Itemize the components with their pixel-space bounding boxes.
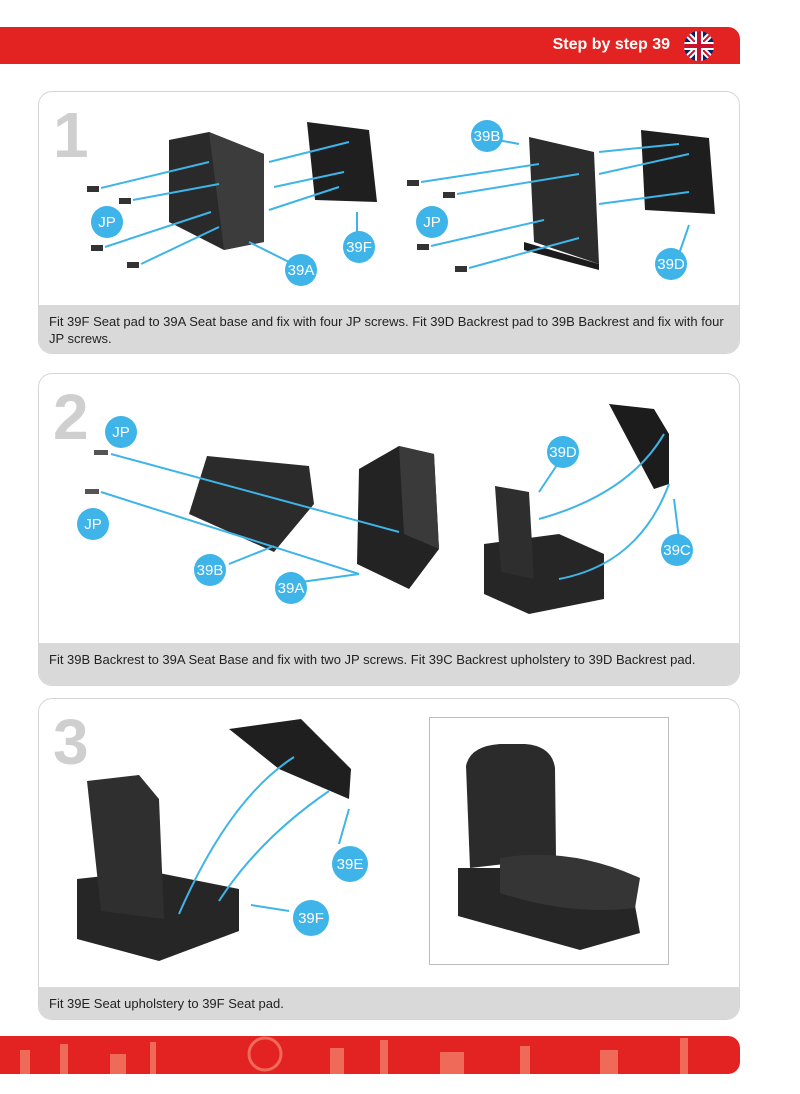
svg-text:39C: 39C (663, 542, 691, 559)
callout-39b: 39B (471, 120, 503, 152)
svg-text:JP: JP (423, 214, 441, 231)
svg-text:39A: 39A (278, 580, 305, 597)
svg-text:39F: 39F (298, 910, 324, 927)
callout-39d: 39D (655, 248, 687, 280)
callout-39e: 39E (332, 846, 368, 882)
header-bar: Step by step 39 (0, 27, 740, 64)
step-1-panel: 1 39B JP 39F (38, 91, 740, 354)
step-3-caption: Fit 39E Seat upholstery to 39F Seat pad. (39, 987, 739, 1019)
callout-39c: 39C (661, 534, 693, 566)
page-title: Step by step 39 (553, 36, 670, 54)
svg-text:39E: 39E (337, 856, 364, 873)
step-3-callouts: 39E 39F (39, 699, 429, 985)
step-2-panel: 2 JP JP 39B 39A 39D 39C Fit 39B Backrest… (38, 373, 740, 686)
callout-39a: 39A (275, 572, 307, 604)
step-3-panel: 3 39E 39F Fit 39E Seat upholstery to 39F… (38, 698, 740, 1020)
svg-text:JP: JP (98, 214, 116, 231)
step-1-callouts: 39B JP 39F 39A JP 39D (39, 92, 739, 307)
svg-text:39F: 39F (346, 239, 372, 256)
svg-text:39B: 39B (197, 562, 224, 579)
callout-jp: JP (105, 416, 137, 448)
callout-39d: 39D (547, 436, 579, 468)
callout-39f: 39F (293, 900, 329, 936)
footer-skyline-bar (0, 1036, 740, 1074)
uk-flag-icon (684, 31, 714, 61)
step-1-caption: Fit 39F Seat pad to 39A Seat base and fi… (39, 305, 739, 353)
svg-text:39D: 39D (657, 256, 685, 273)
callout-39b: 39B (194, 554, 226, 586)
svg-text:39B: 39B (474, 128, 501, 145)
callout-jp: JP (77, 508, 109, 540)
svg-text:39D: 39D (549, 444, 577, 461)
callout-39f: 39F (343, 231, 375, 263)
callout-jp: JP (91, 206, 123, 238)
svg-text:39A: 39A (288, 262, 315, 279)
svg-text:JP: JP (84, 516, 102, 533)
svg-text:JP: JP (112, 424, 130, 441)
callout-39a: 39A (285, 254, 317, 286)
finished-seat-photo (429, 717, 669, 965)
callout-jp: JP (416, 206, 448, 238)
step-2-caption: Fit 39B Backrest to 39A Seat Base and fi… (39, 643, 739, 685)
step-2-callouts: JP JP 39B 39A 39D 39C (39, 374, 739, 639)
